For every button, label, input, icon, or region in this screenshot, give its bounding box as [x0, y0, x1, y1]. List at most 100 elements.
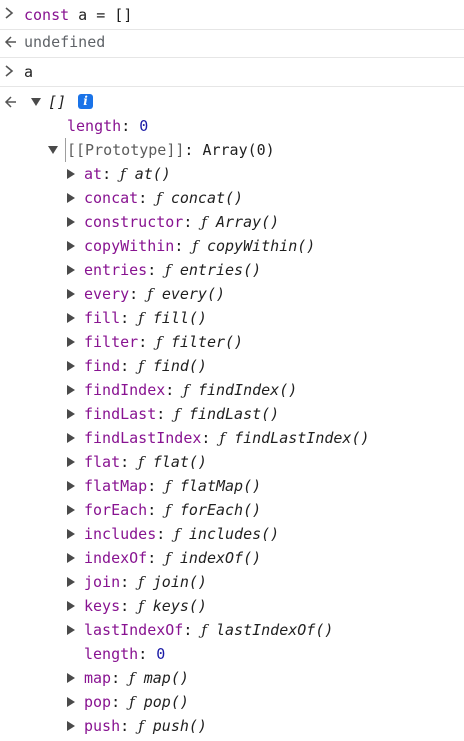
property-key: lastIndexOf [84, 621, 184, 639]
triangle-right-icon[interactable] [67, 241, 75, 251]
triangle-right-icon[interactable] [67, 625, 75, 635]
property-colon: : [121, 117, 131, 135]
prototype-method-row[interactable]: includes: ƒ includes() [0, 522, 464, 546]
function-symbol: ƒ [165, 549, 171, 567]
triangle-right-icon[interactable] [67, 553, 75, 563]
triangle-right-icon[interactable] [67, 481, 75, 491]
prototype-method-row[interactable]: copyWithin: ƒ copyWithin() [0, 234, 464, 258]
triangle-right-icon[interactable] [67, 385, 75, 395]
prototype-method-row[interactable]: findIndex: ƒ findIndex() [0, 378, 464, 402]
triangle-right-icon[interactable] [67, 697, 75, 707]
prototype-method-row[interactable]: findLast: ƒ findLast() [0, 402, 464, 426]
prototype-method-row[interactable]: at: ƒ at() [0, 162, 464, 186]
triangle-right-icon[interactable] [67, 409, 75, 419]
info-icon[interactable]: i [78, 94, 93, 109]
prototype-method-row[interactable]: pop: ƒ pop() [0, 690, 464, 714]
console-input-entry[interactable]: const a = [] [0, 0, 464, 30]
function-signature: pop() [143, 693, 189, 711]
function-signature: findLastIndex() [234, 429, 370, 447]
function-symbol: ƒ [192, 237, 198, 255]
input-code-rest: a = [] [69, 6, 133, 24]
property-key: forEach [84, 501, 148, 519]
triangle-down-icon[interactable] [48, 146, 58, 154]
length-property-row: length: 0 [67, 114, 148, 138]
property-colon: : [120, 453, 130, 471]
method-entry: filter: ƒ filter() [84, 330, 243, 354]
triangle-right-icon[interactable] [67, 433, 75, 443]
function-signature: push() [152, 717, 207, 735]
property-key: indexOf [84, 549, 148, 567]
prototype-method-row[interactable]: flatMap: ƒ flatMap() [0, 474, 464, 498]
prototype-method-row[interactable]: keys: ƒ keys() [0, 594, 464, 618]
function-symbol: ƒ [174, 525, 180, 543]
triangle-right-icon[interactable] [67, 337, 75, 347]
property-colon: : [120, 309, 130, 327]
function-signature: join() [152, 573, 207, 591]
method-entry: findLast: ƒ findLast() [84, 402, 279, 426]
property-value: 0 [156, 645, 166, 663]
property-key: keys [84, 597, 121, 615]
property-colon: : [129, 285, 139, 303]
function-signature: at() [134, 165, 171, 183]
prototype-method-row[interactable]: entries: ƒ entries() [0, 258, 464, 282]
function-symbol: ƒ [201, 621, 207, 639]
property-key: every [84, 285, 130, 303]
triangle-right-icon[interactable] [67, 361, 75, 371]
property-colon: : [183, 213, 193, 231]
method-entry: pop: ƒ pop() [84, 690, 189, 714]
triangle-right-icon[interactable] [67, 313, 75, 323]
triangle-right-icon[interactable] [67, 601, 75, 611]
property-colon: : [201, 429, 211, 447]
property-key: includes [84, 525, 157, 543]
prototype-method-row[interactable]: every: ƒ every() [0, 282, 464, 306]
property-colon: : [147, 477, 157, 495]
prototype-method-row[interactable]: indexOf: ƒ indexOf() [0, 546, 464, 570]
prototype-method-row[interactable]: join: ƒ join() [0, 570, 464, 594]
triangle-right-icon[interactable] [67, 505, 75, 515]
triangle-right-icon[interactable] [67, 169, 75, 179]
triangle-right-icon[interactable] [67, 529, 75, 539]
function-signature: indexOf() [179, 549, 262, 567]
function-symbol: ƒ [147, 285, 153, 303]
method-entry: forEach: ƒ forEach() [84, 498, 261, 522]
triangle-right-icon[interactable] [67, 217, 75, 227]
array-root-row[interactable]: [] i [0, 90, 464, 114]
function-signature: map() [143, 669, 189, 687]
property-key: flat [84, 453, 121, 471]
prototype-method-row[interactable]: find: ƒ find() [0, 354, 464, 378]
property-value: 0 [139, 117, 149, 135]
prototype-method-row[interactable]: forEach: ƒ forEach() [0, 498, 464, 522]
function-symbol: ƒ [120, 165, 126, 183]
method-entry: map: ƒ map() [84, 666, 189, 690]
method-entry: indexOf: ƒ indexOf() [84, 546, 261, 570]
prototype-method-row[interactable]: fill: ƒ fill() [0, 306, 464, 330]
triangle-right-icon[interactable] [67, 577, 75, 587]
triangle-down-icon[interactable] [31, 98, 41, 106]
method-entry: entries: ƒ entries() [84, 258, 261, 282]
prototype-method-row[interactable]: concat: ƒ concat() [0, 186, 464, 210]
prototype-method-row[interactable]: lastIndexOf: ƒ lastIndexOf() [0, 618, 464, 642]
triangle-right-icon[interactable] [67, 457, 75, 467]
array-preview: [] [48, 93, 67, 111]
prototype-method-row[interactable]: constructor: ƒ Array() [0, 210, 464, 234]
property-colon: : [174, 237, 184, 255]
prototype-method-row[interactable]: filter: ƒ filter() [0, 330, 464, 354]
triangle-right-icon[interactable] [67, 721, 75, 731]
triangle-right-icon[interactable] [67, 193, 75, 203]
console-input-entry[interactable]: a [0, 57, 464, 87]
prototype-method-row[interactable]: flat: ƒ flat() [0, 450, 464, 474]
prototype-method-row[interactable]: findLastIndex: ƒ findLastIndex() [0, 426, 464, 450]
triangle-right-icon[interactable] [67, 673, 75, 683]
property-colon: : [120, 357, 130, 375]
triangle-right-icon[interactable] [67, 289, 75, 299]
prototype-method-row[interactable]: map: ƒ map() [0, 666, 464, 690]
property-key: findIndex [84, 381, 166, 399]
property-key: filter [84, 333, 139, 351]
function-signature: entries() [179, 261, 262, 279]
prototype-method-row[interactable]: push: ƒ push() [0, 714, 464, 738]
prototype-row[interactable]: [[Prototype]]: Array(0) [0, 138, 464, 162]
function-symbol: ƒ [156, 189, 162, 207]
triangle-right-icon[interactable] [67, 265, 75, 275]
method-entry: at: ƒ at() [84, 162, 171, 186]
